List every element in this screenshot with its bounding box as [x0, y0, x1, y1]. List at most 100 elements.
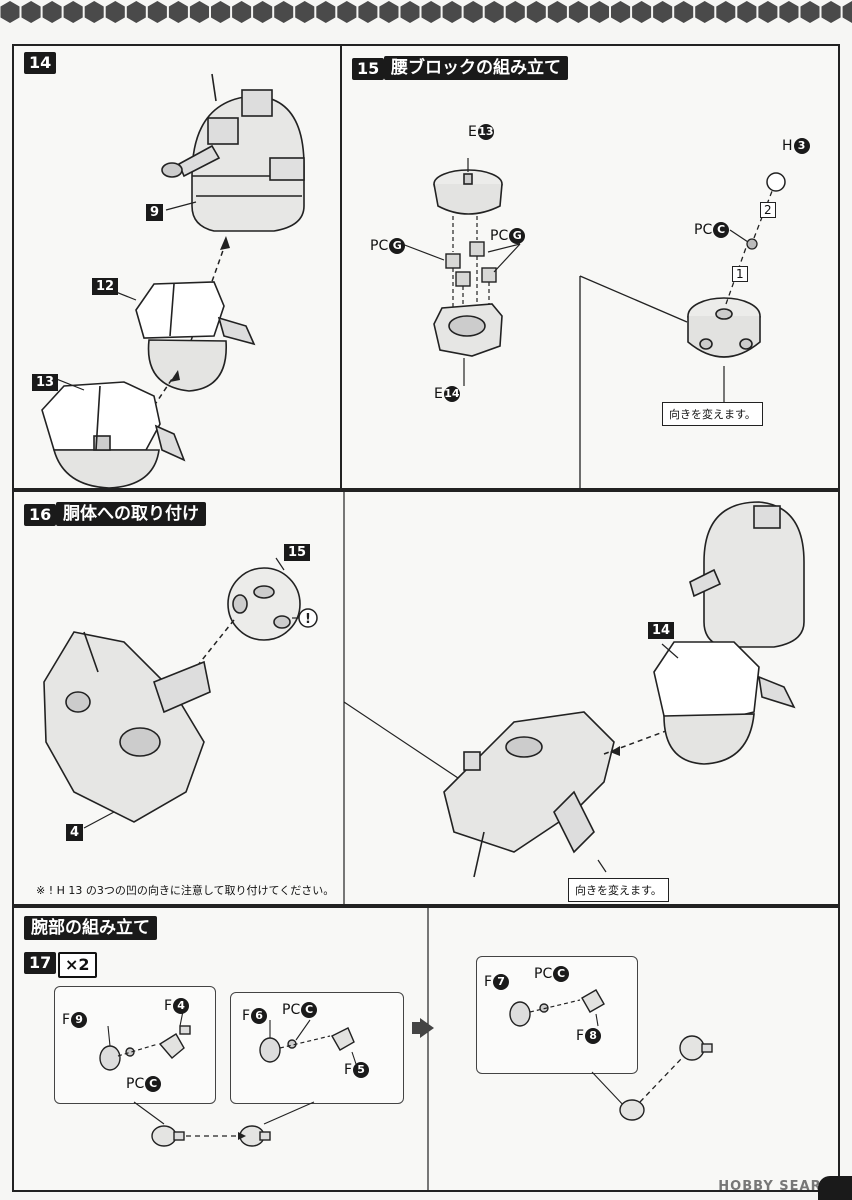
circled-number-4: 4	[173, 998, 190, 1014]
circled-number-13: 13	[477, 124, 494, 140]
hexagon-decoration	[674, 1, 694, 23]
hexagon-decoration	[526, 1, 546, 23]
hexagon-decoration	[632, 1, 652, 23]
step-15-panel: 15 腰ブロックの組み立て	[340, 44, 840, 490]
hexagon-decoration	[21, 1, 41, 23]
circled-number-14: 14	[443, 386, 460, 402]
hexagon-decoration	[442, 1, 462, 23]
step-17-illustration	[99, 989, 713, 1147]
rotate-note: 向きを変えます。	[568, 878, 669, 902]
step-number: 15	[352, 58, 385, 80]
hexagon-decoration	[758, 1, 778, 23]
step-16-illustration: !	[43, 492, 805, 904]
label-PC: PC	[282, 1002, 301, 1018]
label-E: E	[434, 386, 443, 402]
label-PC: PC	[534, 966, 553, 982]
rotate-note: 向きを変えます。	[662, 402, 763, 426]
hexagon-decoration	[779, 1, 799, 23]
hexagon-decoration	[653, 1, 673, 23]
hexagon-decoration	[126, 1, 146, 23]
label-F: F	[344, 1062, 353, 1078]
hexagon-decoration	[211, 1, 231, 23]
page-corner-tab	[818, 1176, 852, 1200]
hexagon-decoration	[253, 1, 273, 23]
circled-letter-C: C	[713, 222, 730, 238]
step-17-panel: 腕部の組み立て 17 ×2	[12, 906, 840, 1192]
svg-text:!: !	[305, 612, 311, 627]
circled-letter-G: G	[389, 238, 406, 254]
section-title: 腕部の組み立て	[24, 916, 157, 940]
hexagon-decoration	[189, 1, 209, 23]
part-label-13: 13	[32, 374, 59, 391]
hexagon-decoration	[716, 1, 736, 23]
circled-number-5: 5	[353, 1062, 370, 1078]
circled-number-3: 3	[793, 138, 810, 154]
hexagon-decoration	[547, 1, 567, 23]
step-number: 14	[24, 52, 57, 74]
hexagon-decoration	[737, 1, 757, 23]
label-PC: PC	[370, 238, 389, 254]
hexagon-decoration	[147, 1, 167, 23]
hexagon-decoration	[84, 1, 104, 23]
circled-number-8: 8	[585, 1028, 602, 1044]
hexagon-decoration	[589, 1, 609, 23]
watermark-text: HOBBY SEARCH	[718, 1179, 844, 1194]
step-title: 腰ブロックの組み立て	[384, 56, 568, 80]
step-16-panel: 16 胴体への取り付け !	[12, 490, 840, 906]
hexagon-decoration	[316, 1, 336, 23]
order-number-1: 1	[732, 266, 748, 282]
circled-letter-C: C	[145, 1076, 162, 1092]
label-F: F	[164, 998, 173, 1014]
hexagon-decoration	[0, 1, 20, 23]
step-15-illustration	[401, 158, 786, 488]
label-PC: PC	[694, 222, 713, 238]
hexagon-border-pattern	[0, 0, 852, 28]
part-label-15: 15	[284, 544, 311, 561]
hexagon-decoration	[105, 1, 125, 23]
circled-number-7: 7	[493, 974, 510, 990]
hexagon-decoration	[168, 1, 188, 23]
hexagon-decoration	[295, 1, 315, 23]
step-14-illustration	[41, 73, 305, 488]
hexagon-decoration	[505, 1, 525, 23]
label-PC: PC	[126, 1076, 145, 1092]
circled-letter-C: C	[553, 966, 570, 982]
label-F: F	[62, 1012, 71, 1028]
hexagon-decoration	[274, 1, 294, 23]
circled-letter-C: C	[301, 1002, 318, 1018]
hexagon-decoration	[421, 1, 441, 23]
hexagon-decoration	[484, 1, 504, 23]
hexagon-decoration	[358, 1, 378, 23]
hexagon-decoration	[568, 1, 588, 23]
hexagon-decoration	[232, 1, 252, 23]
step-number: 16	[24, 504, 57, 526]
label-F: F	[484, 974, 493, 990]
hexagon-decoration	[842, 1, 852, 23]
hexagon-decoration	[400, 1, 420, 23]
hexagon-decoration	[379, 1, 399, 23]
hexagon-decoration	[800, 1, 820, 23]
part-label-12: 12	[92, 278, 119, 295]
label-PC: PC	[490, 228, 509, 244]
order-number-2: 2	[760, 202, 776, 218]
part-label-14: 14	[648, 622, 675, 639]
hexagon-decoration	[611, 1, 631, 23]
step-14-panel: 14	[12, 44, 342, 490]
quantity-multiplier: ×2	[58, 952, 97, 978]
part-label-9: 9	[146, 204, 164, 221]
hexagon-decoration	[42, 1, 62, 23]
label-H: H	[782, 138, 793, 154]
step-title: 胴体への取り付け	[56, 502, 206, 526]
hexagon-decoration	[63, 1, 83, 23]
hexagon-decoration	[463, 1, 483, 23]
caution-note: ※ ! H 13 の3つの凹の向きに注意して取り付けてください。	[36, 884, 335, 897]
circled-number-9: 9	[71, 1012, 88, 1028]
part-label-4: 4	[66, 824, 84, 841]
circled-number-6: 6	[251, 1008, 268, 1024]
label-E: E	[468, 124, 477, 140]
step-17-dividers	[412, 908, 434, 1190]
circled-letter-G: G	[509, 228, 526, 244]
step-number: 17	[24, 952, 57, 974]
hexagon-decoration	[337, 1, 357, 23]
label-F: F	[576, 1028, 585, 1044]
